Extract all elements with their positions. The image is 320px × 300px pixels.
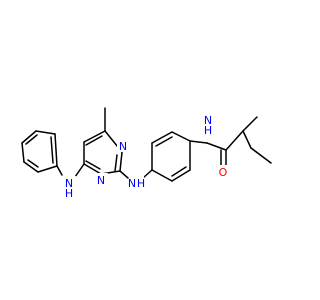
bond — [83, 130, 106, 143]
atom-labels: N H O N H N H N N — [62, 111, 230, 200]
bond — [225, 130, 244, 151]
bond — [119, 170, 129, 179]
bond — [242, 130, 252, 149]
bond — [171, 131, 191, 142]
bond — [21, 142, 25, 163]
bond — [35, 130, 56, 135]
bond — [27, 159, 39, 168]
bond — [242, 116, 258, 132]
bond — [171, 166, 187, 177]
bond — [151, 169, 173, 182]
bond — [56, 165, 63, 176]
pyrimidine-n-top-label: N — [119, 140, 127, 153]
bond — [142, 169, 153, 179]
amide-n-label: N — [204, 114, 212, 127]
bond — [50, 136, 54, 164]
aniline-mid-h-label: H — [137, 177, 145, 190]
bond — [119, 151, 123, 172]
bond — [21, 130, 37, 144]
amide-h-label: H — [204, 124, 212, 137]
bond — [155, 136, 173, 147]
bond — [74, 163, 85, 178]
bond — [151, 131, 173, 144]
bond — [23, 161, 39, 173]
bond — [83, 163, 102, 175]
bond — [171, 169, 191, 182]
bond — [114, 154, 118, 172]
pyrimidine-n-bottom-label: N — [97, 174, 105, 187]
bond — [85, 135, 103, 146]
bonds — [21, 107, 272, 182]
aniline-left-n-label: N — [65, 177, 73, 190]
molecule-structure-diagram: N H O N H N H N N — [21, 107, 272, 200]
bond — [189, 140, 208, 144]
bond — [37, 165, 58, 173]
bond — [25, 134, 38, 145]
bond — [250, 147, 272, 164]
bond — [85, 160, 101, 170]
aniline-mid-n-label: N — [128, 177, 136, 190]
aniline-left-h-label: H — [65, 187, 73, 200]
bond — [206, 142, 227, 151]
bond — [54, 133, 58, 167]
carbonyl-o-label: O — [219, 166, 228, 179]
